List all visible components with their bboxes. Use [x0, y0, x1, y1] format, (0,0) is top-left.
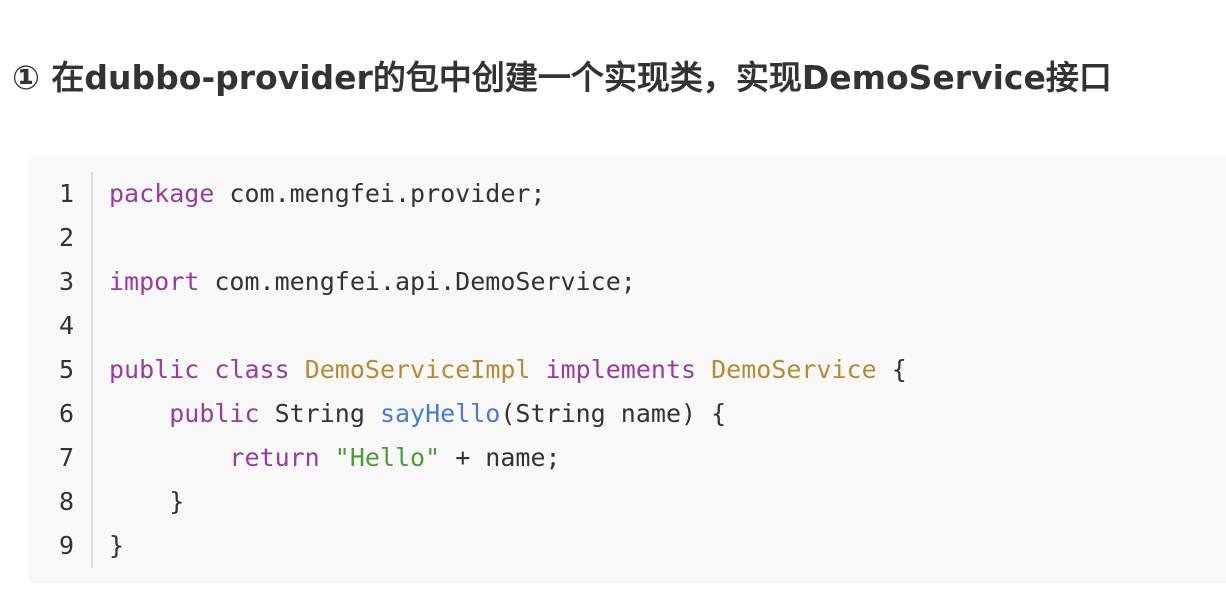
line-number: 8	[58, 487, 74, 516]
code-line: import com.mengfei.api.DemoService;	[109, 260, 907, 304]
keyword-token: implements	[545, 355, 697, 384]
keyword-token: package	[109, 179, 215, 208]
code-text-token	[109, 443, 229, 472]
code-text-token: + name;	[440, 443, 561, 472]
line-number: 3	[58, 267, 74, 296]
keyword-token: class	[214, 355, 290, 384]
code-text-token	[290, 355, 305, 384]
line-number-gutter: 1 2 3 4 5 6 7 8 9	[28, 172, 93, 568]
line-number: 5	[58, 355, 74, 384]
line-number: 4	[58, 311, 74, 340]
code-block[interactable]: 1 2 3 4 5 6 7 8 9 package com.mengfei.provider; i…	[28, 156, 1226, 583]
code-line: package com.mengfei.provider;	[109, 172, 907, 216]
code-line: public String sayHello(String name) {	[109, 392, 907, 436]
code-text-token: }	[109, 531, 125, 560]
keyword-token: import	[109, 267, 200, 296]
code-text-token: (String name) {	[500, 399, 727, 428]
class-name-token: DemoService	[711, 355, 877, 384]
code-line: return "Hello" + name;	[109, 436, 907, 480]
code-text-token	[530, 355, 545, 384]
line-number: 2	[58, 223, 74, 252]
line-number: 7	[58, 443, 74, 472]
code-text-token	[109, 399, 169, 428]
line-number: 1	[58, 179, 74, 208]
code-text-token: {	[876, 355, 907, 384]
code-text-token	[199, 355, 214, 384]
keyword-token: return	[229, 443, 320, 472]
code-line: }	[109, 524, 907, 568]
class-name-token: DemoServiceImpl	[304, 355, 531, 384]
code-line: public class DemoServiceImpl implements …	[109, 348, 907, 392]
keyword-token: public	[169, 399, 260, 428]
section-heading: ① 在dubbo-provider的包中创建一个实现类，实现DemoServic…	[12, 58, 1112, 97]
string-token: "Hello"	[334, 443, 441, 472]
code-line	[109, 216, 907, 260]
code-text-token: com.mengfei.provider;	[214, 179, 546, 208]
keyword-token: public	[109, 355, 200, 384]
code-text-token: String	[259, 399, 380, 428]
code-content[interactable]: package com.mengfei.provider; import com.…	[109, 172, 907, 568]
code-text-token	[320, 443, 335, 472]
line-number: 9	[58, 531, 74, 560]
code-text-token: com.mengfei.api.DemoService;	[199, 267, 636, 296]
code-line: }	[109, 480, 907, 524]
code-text-token: }	[109, 487, 185, 516]
line-number: 6	[58, 399, 74, 428]
function-name-token: sayHello	[379, 399, 501, 428]
code-text-token	[696, 355, 711, 384]
code-line	[109, 304, 907, 348]
